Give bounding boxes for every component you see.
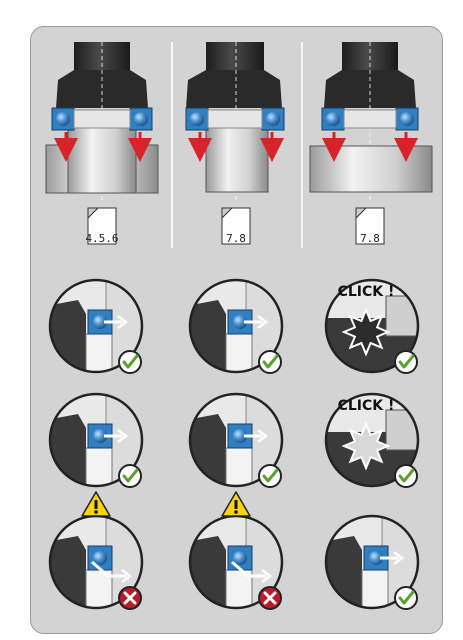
- detail-circle-r1c1: [48, 278, 144, 374]
- misaligned-arrow: [231, 560, 266, 578]
- detail-circle-r2c1: [48, 392, 144, 488]
- reference-label-1: 4.5.6: [85, 232, 118, 245]
- mounting-tool-diagram-1: [45, 42, 159, 200]
- bearing-ball: [233, 429, 247, 443]
- checkmark-icon: [394, 464, 418, 488]
- reference-label-3: 7.8: [360, 232, 380, 245]
- detail-circle-r3c3: [324, 514, 420, 610]
- bearing-ball: [93, 429, 107, 443]
- checkmark-icon: [118, 464, 142, 488]
- detail-circle-r3c1: [48, 514, 144, 610]
- checkmark-icon: [118, 350, 142, 374]
- bearing-ball: [93, 551, 107, 565]
- checkmark-icon: [394, 350, 418, 374]
- click-burst: [341, 307, 391, 357]
- detail-circle-r1c2: [188, 278, 284, 374]
- bearing-ball: [233, 315, 247, 329]
- reference-card-2: 7.8: [221, 207, 251, 245]
- detail-grid: CLICK ! CLICK !: [48, 278, 420, 610]
- mounting-tool-diagram-2: [185, 42, 285, 200]
- detail-circle-r3c2: [188, 514, 284, 610]
- bearing-ball: [369, 551, 383, 565]
- click-burst: [341, 421, 391, 471]
- reference-label-2: 7.8: [226, 232, 246, 245]
- click-label: CLICK !: [338, 398, 395, 414]
- mounting-tool-diagram-3: [309, 42, 433, 200]
- reference-card-3: 7.8: [355, 207, 385, 245]
- checkmark-icon: [258, 350, 282, 374]
- bearing-ball: [93, 315, 107, 329]
- misaligned-arrow: [91, 560, 126, 578]
- detail-circle-r1c3: CLICK !: [324, 278, 420, 374]
- detail-circle-r2c2: [188, 392, 284, 488]
- detail-circle-r2c3: CLICK !: [324, 392, 420, 488]
- checkmark-icon: [258, 464, 282, 488]
- bearing-ball: [233, 551, 247, 565]
- checkmark-icon: [394, 586, 418, 610]
- click-label: CLICK !: [338, 284, 395, 300]
- reference-card-1: 4.5.6: [85, 207, 119, 245]
